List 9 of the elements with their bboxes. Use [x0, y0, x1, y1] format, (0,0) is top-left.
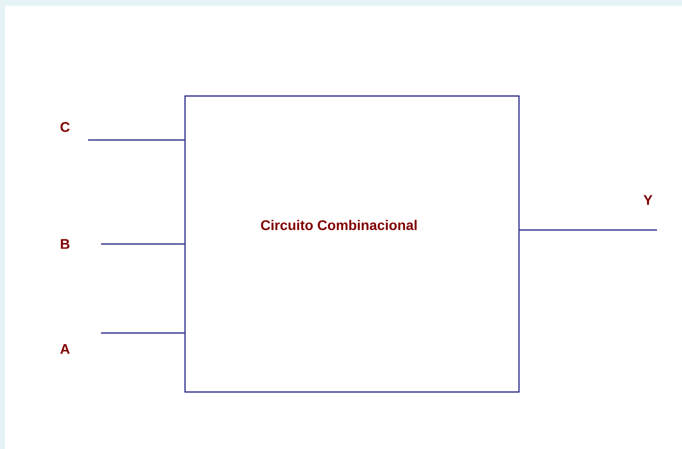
- signal-label: A: [60, 344, 70, 354]
- wire: [101, 332, 184, 334]
- signal-label: B: [60, 239, 70, 249]
- circuit-box: Circuito Combinacional: [184, 95, 520, 393]
- wire: [520, 229, 657, 231]
- wire: [88, 139, 184, 141]
- signal-label: Y: [644, 195, 652, 205]
- signal-label: C: [60, 122, 70, 132]
- wire: [101, 243, 184, 245]
